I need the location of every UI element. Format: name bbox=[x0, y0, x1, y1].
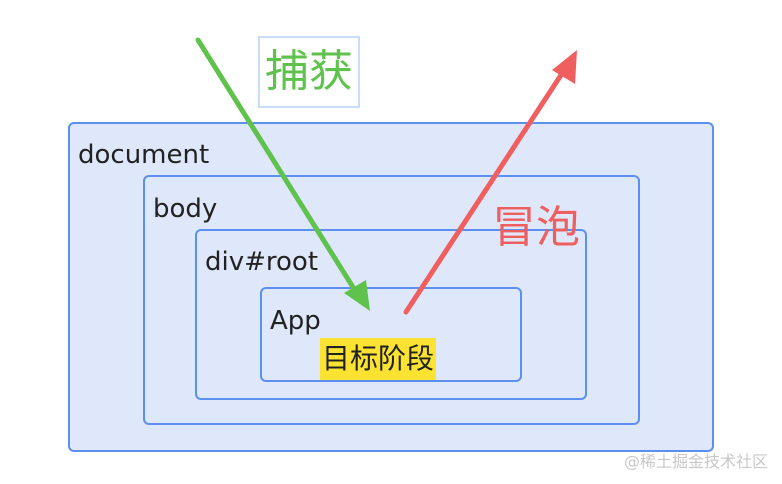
bubble-label: 冒泡 bbox=[492, 202, 580, 253]
app-label: App bbox=[270, 306, 321, 336]
body-label: body bbox=[153, 194, 218, 224]
watermark: @稀土掘金技术社区 bbox=[623, 452, 768, 471]
target-phase-label: 目标阶段 bbox=[320, 338, 437, 380]
capture-label: 捕获 bbox=[258, 36, 360, 108]
document-label: document bbox=[78, 140, 210, 170]
root-label: div#root bbox=[205, 247, 319, 277]
bubble-arrow-head bbox=[552, 50, 577, 84]
